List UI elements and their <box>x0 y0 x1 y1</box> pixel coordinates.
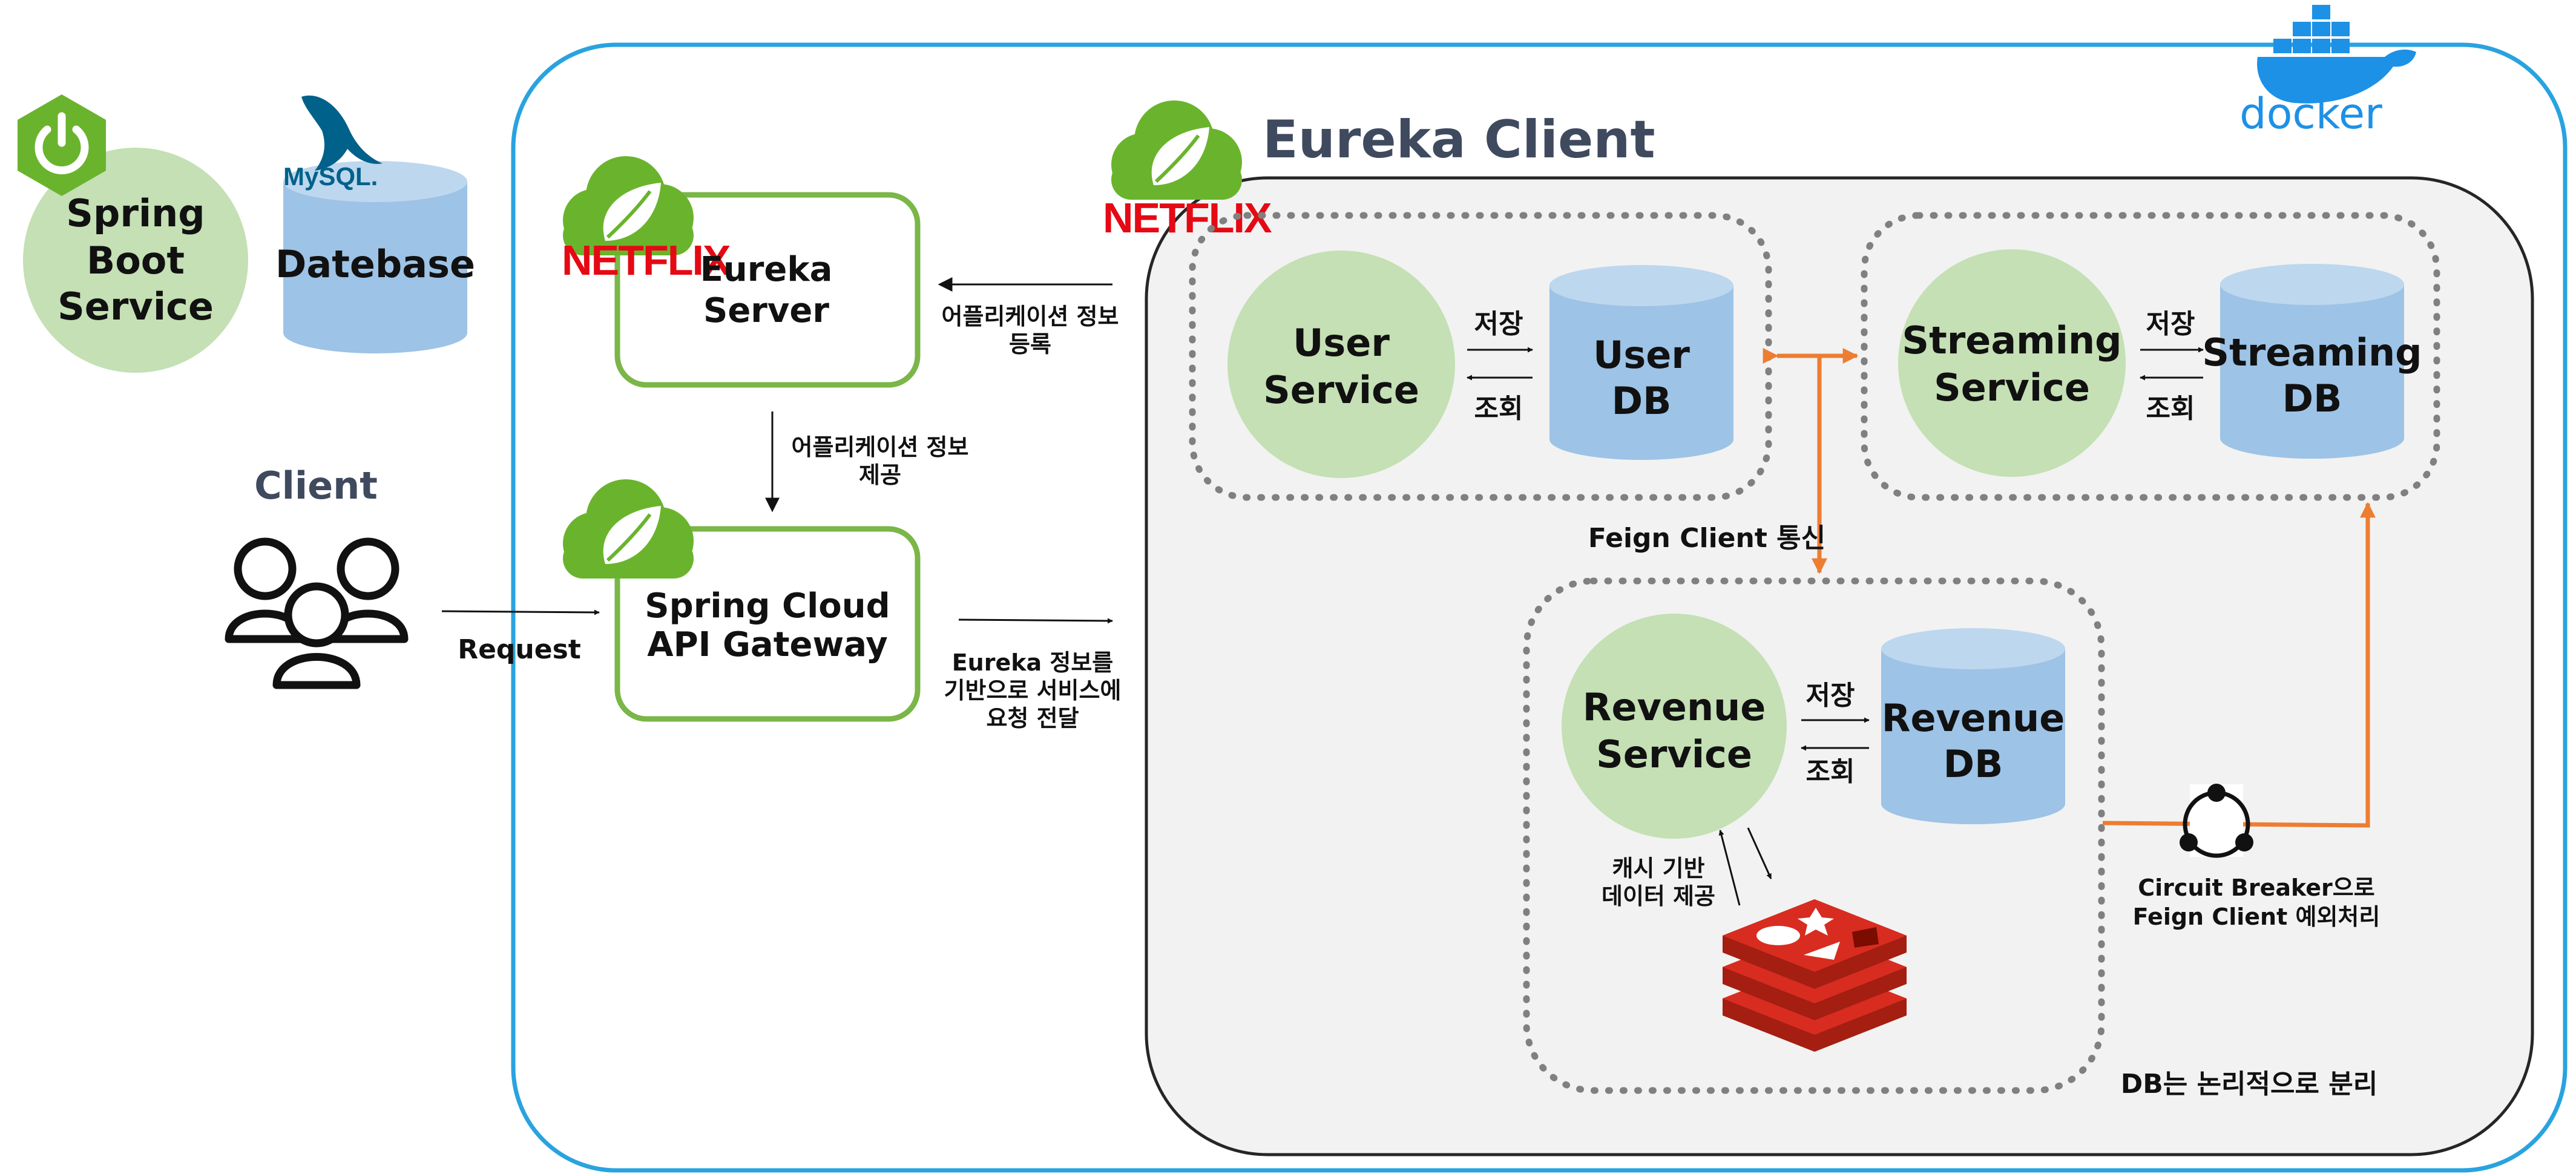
user-db-line-1: User <box>1593 333 1690 377</box>
revenue-service-line-2: Service <box>1596 732 1752 776</box>
users-group-icon <box>225 537 409 689</box>
feign-label: Feign Client 통신 <box>1588 523 1825 554</box>
revenue-service-node: Revenue Service <box>1562 614 1787 839</box>
user-db-node: User DB <box>1549 265 1733 460</box>
request-label: Request <box>458 634 581 665</box>
legend-spring-line-3: Service <box>58 284 214 329</box>
circuit-breaker-icon <box>2180 784 2253 858</box>
request-arrow <box>441 609 600 615</box>
cache-label-line-2: 데이터 제공 <box>1602 883 1715 910</box>
forward-arrow <box>958 618 1113 624</box>
legend-database-label: Datebase <box>275 242 475 286</box>
legend-spring-line-1: Spring <box>66 191 205 235</box>
revenue-db-line-1: Revenue <box>1882 696 2065 740</box>
db-separation-note: DB는 논리적으로 분리 <box>2121 1069 2378 1100</box>
user-service-line-1: User <box>1293 321 1390 365</box>
streaming-service-group <box>1861 212 2440 501</box>
client-label: Client <box>254 464 378 508</box>
provide-label-line-2: 제공 <box>859 462 901 488</box>
forward-label-line-3: 요청 전달 <box>986 705 1079 732</box>
revenue-read-label: 조회 <box>1806 756 1855 787</box>
streaming-db-line-1: Streaming <box>2202 330 2422 375</box>
eureka-client-cluster <box>1145 176 2534 1156</box>
docker-frame <box>511 42 2568 1173</box>
api-gateway-box <box>614 526 921 722</box>
eureka-server-line-2: Server <box>703 291 829 330</box>
revenue-db-line-2: DB <box>1944 742 2003 786</box>
provide-label-line-1: 어플리케이션 정보 <box>792 434 969 461</box>
netflix-logo-server: NETFLIX <box>562 237 731 284</box>
legend-database: Datebase <box>275 161 475 353</box>
legend-spring-boot-service: Spring Boot Service <box>23 148 248 373</box>
spring-leaf-icon <box>563 479 694 579</box>
cache-up-arrow <box>1718 830 1741 906</box>
streaming-service-line-2: Service <box>1934 366 2090 410</box>
cache-label-line-1: 캐시 기반 <box>1612 855 1704 882</box>
spring-boot-power-icon <box>18 94 106 196</box>
forward-label-line-2: 기반으로 서비스에 <box>944 677 1122 704</box>
revenue-db-node: Revenue DB <box>1881 628 2065 824</box>
register-label-line-1: 어플리케이션 정보 <box>942 303 1119 330</box>
circuit-breaker-label-line-2: Feign Client 예외처리 <box>2133 903 2380 930</box>
docker-logo: docker <box>2239 5 2416 139</box>
streaming-read-label: 조회 <box>2146 393 2195 424</box>
revenue-service-group <box>1523 577 2105 1094</box>
user-save-label: 저장 <box>1474 309 1523 339</box>
revenue-save-label: 저장 <box>1806 680 1855 711</box>
circuit-breaker-label-line-1: Circuit Breaker으로 <box>2138 874 2374 901</box>
legend-spring-line-2: Boot <box>87 238 185 283</box>
user-service-node: User Service <box>1227 251 1455 478</box>
redis-logo-icon <box>1723 899 1907 1052</box>
mysql-logo-text: MySQL. <box>283 162 378 191</box>
revenue-service-line-1: Revenue <box>1583 685 1766 729</box>
user-read-label: 조회 <box>1474 393 1523 424</box>
mysql-logo: MySQL. <box>283 95 383 191</box>
user-service-line-2: Service <box>1263 368 1419 412</box>
docker-whale-icon <box>2257 5 2416 103</box>
streaming-db-line-2: DB <box>2282 376 2342 421</box>
streaming-service-node: Streaming Service <box>1898 249 2126 477</box>
spring-leaf-icon <box>1111 100 1242 200</box>
user-db-line-2: DB <box>1612 379 1672 423</box>
mysql-dolphin-icon <box>301 95 383 171</box>
spring-leaf-icon <box>563 156 694 255</box>
eureka-client-title: Eureka Client <box>1263 110 1655 170</box>
api-gateway-line-1: Spring Cloud <box>645 586 890 626</box>
streaming-service-line-1: Streaming <box>1902 318 2121 362</box>
streaming-save-label: 저장 <box>2146 309 2195 339</box>
api-gateway-line-2: API Gateway <box>647 625 888 664</box>
eureka-server-box <box>614 192 921 388</box>
cache-down-arrow <box>1747 827 1772 879</box>
streaming-db-node: Streaming DB <box>2202 264 2422 459</box>
register-label-line-2: 등록 <box>1009 331 1051 358</box>
docker-logo-text: docker <box>2239 89 2382 139</box>
eureka-server-line-1: Eureka <box>700 250 833 289</box>
forward-label-line-1: Eureka 정보를 <box>952 649 1114 676</box>
